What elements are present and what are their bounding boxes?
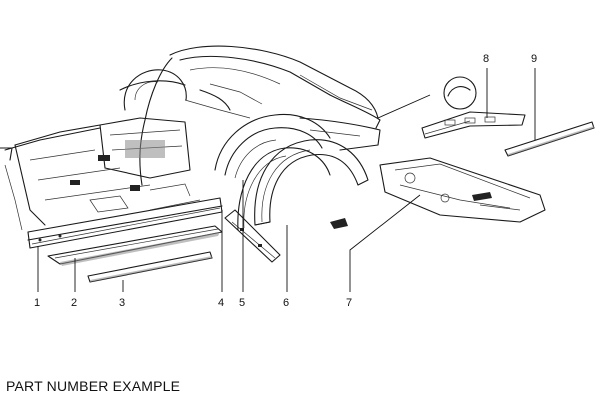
- part-number-8: 8: [483, 53, 489, 65]
- detail-circle-view: [377, 76, 477, 119]
- part-6-outer-arch: [254, 139, 369, 229]
- car-body-illustration: [0, 45, 381, 241]
- part-3-sill-cover: [87, 251, 213, 283]
- part-number-7: 7: [346, 297, 352, 309]
- part-number-labels: 1 2 3 4 5 6 7 8 9: [34, 53, 537, 309]
- part-5-inner-arch: [237, 147, 331, 231]
- part-number-1: 1: [34, 297, 40, 309]
- part-number-example-caption: PART NUMBER EXAMPLE: [6, 378, 181, 394]
- part-9-trim-strip: [504, 121, 595, 157]
- part-7-rear-floor: [379, 157, 546, 223]
- part-number-4: 4: [218, 297, 224, 309]
- part-8-reinforcement: [421, 111, 526, 139]
- part-number-3: 3: [119, 297, 125, 309]
- part-1-inner-sill: [27, 197, 223, 249]
- part-number-5: 5: [239, 297, 245, 309]
- leader-lines: [37, 68, 536, 292]
- part-number-9: 9: [531, 53, 537, 65]
- part-number-6: 6: [283, 297, 289, 309]
- part-4-bracket: [224, 209, 281, 263]
- part-number-2: 2: [71, 297, 77, 309]
